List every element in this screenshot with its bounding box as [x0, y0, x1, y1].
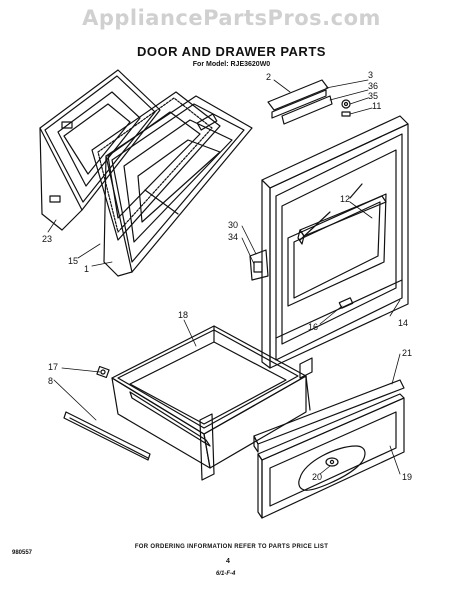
- callout-17: 17: [48, 362, 58, 372]
- callout-34: 34: [228, 232, 238, 242]
- drawer-slide-rail: [63, 365, 151, 461]
- oven-door-assembly: [249, 115, 409, 369]
- diagram-title: DOOR AND DRAWER PARTS: [137, 44, 326, 59]
- leader-lines: [47, 79, 401, 475]
- callout-12: 12: [340, 194, 350, 204]
- callout-11: 11: [372, 101, 381, 111]
- date-code: 6/1-F-4: [216, 571, 236, 577]
- ordering-info-note: FOR ORDERING INFORMATION REFER TO PARTS …: [134, 544, 329, 550]
- callout-30: 30: [228, 220, 238, 230]
- callout-19: 19: [402, 472, 412, 482]
- storage-drawer: [111, 325, 313, 481]
- drawer-front-trim: [253, 379, 405, 453]
- document-number: 980557: [12, 550, 33, 556]
- callout-20: 20: [312, 472, 322, 482]
- callout-23: 23: [42, 234, 52, 244]
- page-number: 4: [226, 558, 230, 565]
- callout-numbers: 2 3 36 35 11 23 15 1 12 30 34 14 16 18 1…: [42, 70, 412, 482]
- callout-21: 21: [402, 348, 412, 358]
- watermark: AppliancePartsPros.com: [82, 6, 381, 30]
- inner-door-liner: [103, 95, 253, 277]
- callout-1: 1: [84, 264, 89, 274]
- drawer-front-panel: [257, 393, 405, 519]
- callout-36: 36: [368, 81, 378, 91]
- callout-14: 14: [398, 318, 408, 328]
- callout-15: 15: [68, 256, 78, 266]
- callout-18: 18: [178, 310, 188, 320]
- callout-16: 16: [308, 322, 318, 332]
- model-subtitle: For Model: RJE3620W0: [192, 61, 271, 68]
- callout-35: 35: [368, 91, 378, 101]
- callout-3: 3: [368, 70, 373, 80]
- door-handle-trim: [267, 79, 351, 125]
- callout-8: 8: [48, 376, 53, 386]
- callout-2: 2: [266, 72, 271, 82]
